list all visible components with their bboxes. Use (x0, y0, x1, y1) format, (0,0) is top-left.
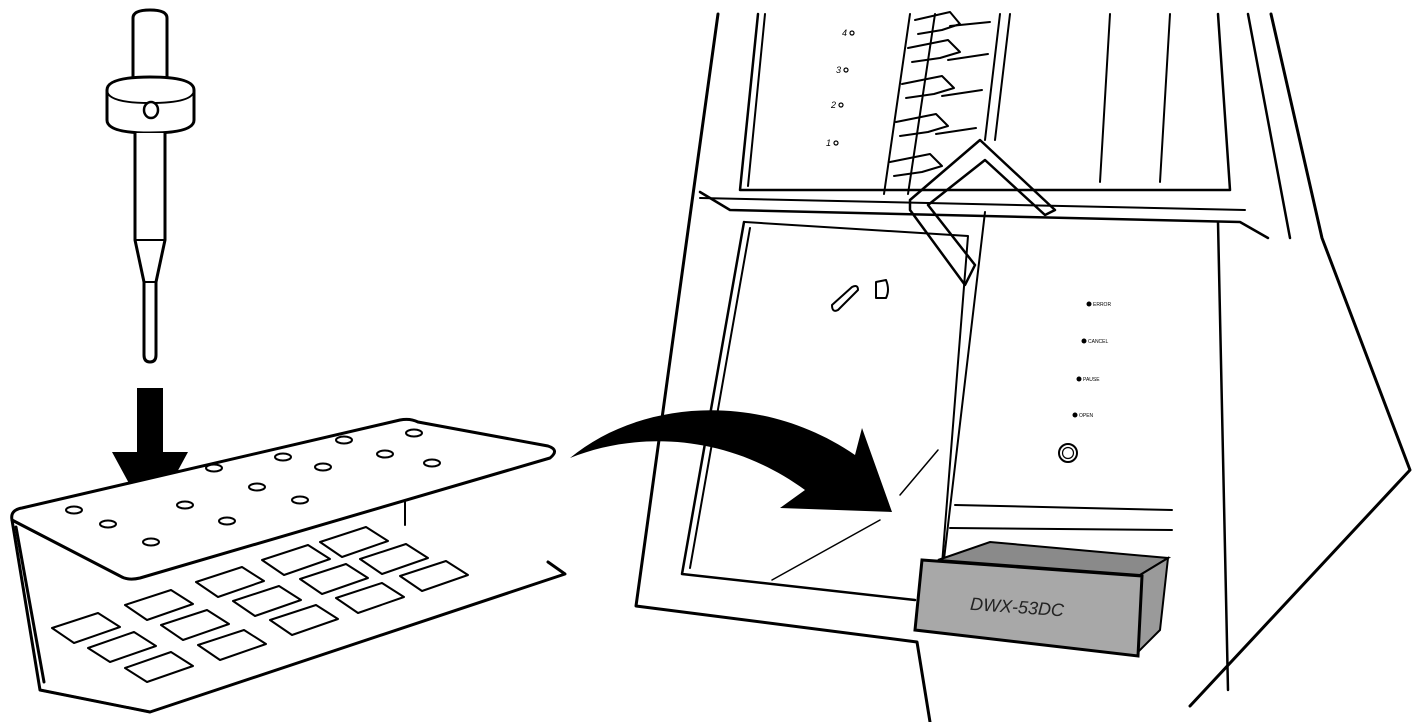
control-buttons: ERROR CANCEL PAUSE OPEN (1058, 301, 1111, 463)
cancel-indicator: CANCEL (1081, 338, 1109, 345)
pause-indicator: PAUSE (1076, 376, 1100, 383)
power-button (1058, 443, 1078, 463)
svg-text:ERROR: ERROR (1093, 302, 1111, 308)
svg-text:OPEN: OPEN (1079, 413, 1094, 419)
slot-indicators: 4 3 2 1 (826, 28, 855, 148)
collar-screw-hole (142, 100, 160, 120)
curved-arrow-icon (570, 410, 892, 512)
tool-magazine (883, 11, 1171, 195)
tray-cells (51, 526, 469, 683)
door-slot (831, 285, 859, 312)
slot-label: 1 (826, 138, 831, 148)
milling-tool (105, 8, 196, 364)
tool-holder-tray (10, 417, 567, 714)
open-indicator: OPEN (1072, 412, 1094, 419)
svg-text:CANCEL: CANCEL (1088, 339, 1109, 345)
tray-holes (65, 428, 441, 547)
down-arrow-icon (112, 388, 188, 522)
slot-label: 2 (830, 100, 836, 110)
slot-label: 4 (842, 28, 847, 38)
milling-machine: 4 3 2 1 (634, 11, 1412, 722)
door-latch (875, 279, 889, 299)
error-indicator: ERROR (1086, 301, 1111, 308)
adapter-drawer: DWX-53DC (913, 540, 1172, 658)
svg-text:PAUSE: PAUSE (1083, 377, 1100, 383)
slot-label: 3 (836, 65, 841, 75)
